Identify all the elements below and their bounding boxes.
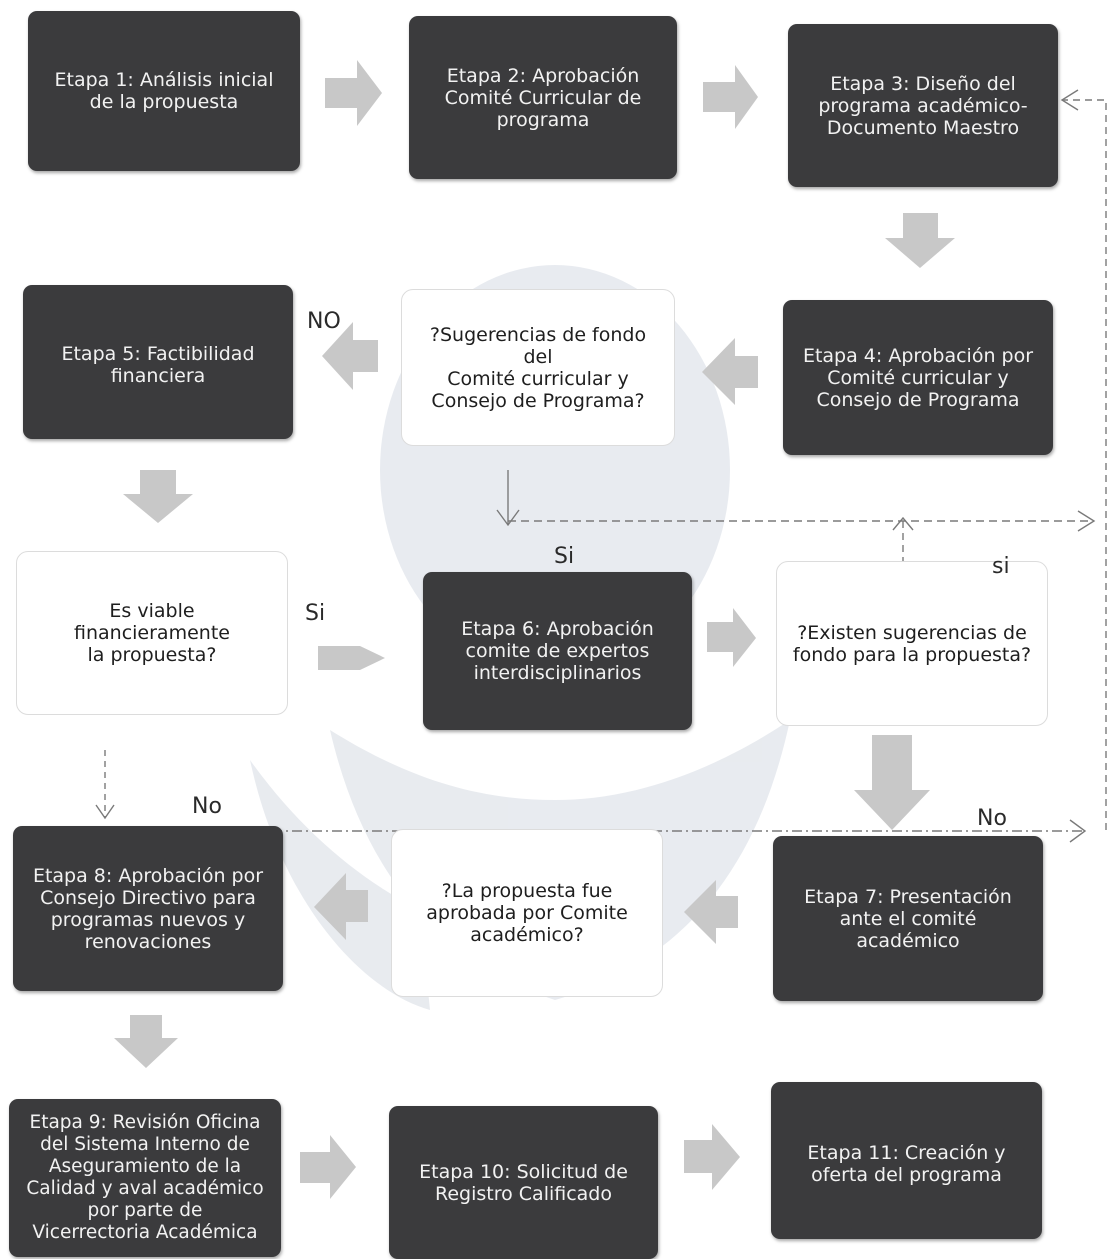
arrow-down-3: [854, 735, 930, 830]
question-existing-suggestions: ?Existen sugerencias de fondo para la pr…: [776, 561, 1048, 726]
arrow-right-6: [684, 1124, 740, 1190]
arrow-left-3: [684, 880, 738, 944]
label-no-q1: NO: [307, 309, 341, 334]
stage-7: Etapa 7: Presentación ante el comité aca…: [773, 836, 1043, 1001]
stage-1: Etapa 1: Análisis inicial de la propuest…: [28, 11, 300, 171]
loop-back-head: [1060, 89, 1079, 111]
q1-down-head: [496, 509, 520, 527]
label-no-q4: No: [977, 806, 1007, 831]
stage-3: Etapa 3: Diseño del programa académico- …: [788, 24, 1058, 187]
arrow-down-2: [123, 470, 193, 523]
label-si-q1: Si: [554, 544, 575, 569]
stage-4: Etapa 4: Aprobación por Comité curricula…: [783, 300, 1053, 455]
loop-back-line: [1062, 99, 1107, 830]
stage-5: Etapa 5: Factibilidad financiera: [23, 285, 293, 439]
stage-2: Etapa 2: Aprobación Comité Curricular de…: [409, 16, 677, 179]
arrow-down-1: [885, 213, 955, 268]
stage-8: Etapa 8: Aprobación por Consejo Directiv…: [13, 826, 283, 991]
question-suggestions-comite-curricular: ?Sugerencias de fondo del Comité curricu…: [401, 289, 675, 446]
arrow-right-2: [703, 65, 758, 129]
label-si-q2: Si: [305, 601, 326, 626]
arrow-right-1: [325, 60, 382, 126]
stage-11: Etapa 11: Creación y oferta del programa: [771, 1082, 1042, 1239]
stage-10: Etapa 10: Solicitud de Registro Califica…: [389, 1106, 658, 1259]
label-no-q2: No: [192, 794, 222, 819]
arrow-left-4: [314, 873, 368, 940]
arrow-left-2: [322, 322, 378, 390]
q3-up-head: [892, 516, 914, 531]
arrow-right-3: [318, 646, 385, 670]
question-financial-viability: Es viable financieramente la propuesta?: [16, 551, 288, 715]
arrow-left-1: [702, 338, 758, 405]
q2-down-head: [95, 804, 115, 820]
arrow-right-4: [707, 608, 756, 667]
arrow-right-5: [300, 1135, 356, 1199]
question-approved-by-academic-committee: ?La propuesta fue aprobada por Comite ac…: [391, 829, 663, 997]
label-si-q3: si: [992, 554, 1010, 579]
no-line-head: [1069, 819, 1087, 843]
arrow-down-4: [114, 1015, 178, 1068]
stage-9: Etapa 9: Revisión Oficina del Sistema In…: [9, 1099, 281, 1257]
stage-6: Etapa 6: Aprobación comite de expertos i…: [423, 572, 692, 730]
si-line-head: [1077, 510, 1096, 532]
